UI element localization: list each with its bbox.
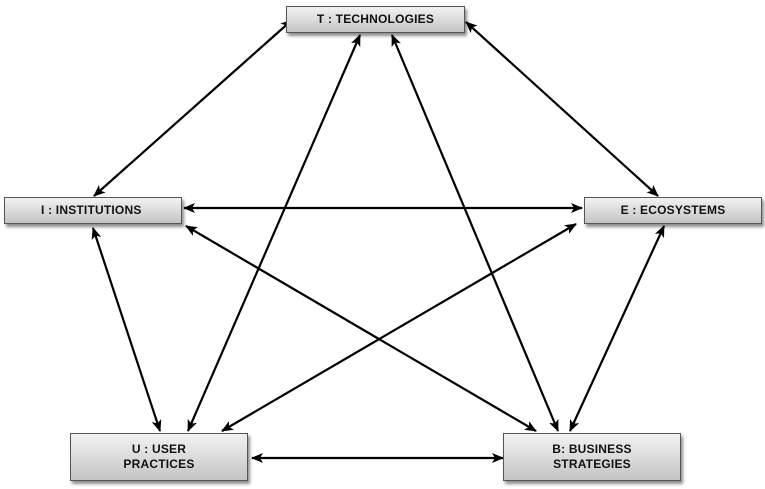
node-user-practices-line1: U : USER	[131, 442, 187, 456]
node-technologies-label: T : TECHNOLOGIES	[316, 12, 435, 26]
arrow-t-u	[186, 34, 362, 432]
arrow-e-u	[221, 223, 577, 432]
node-institutions: I : INSTITUTIONS	[4, 197, 182, 224]
arrow-i-b	[185, 225, 537, 432]
node-ecosystems-label: E : ECOSYSTEMS	[620, 203, 726, 217]
arrow-i-u	[91, 227, 162, 432]
node-user-practices-line2: PRACTICES	[123, 457, 195, 471]
node-business-strategies-line2: STRATEGIES	[553, 457, 631, 471]
node-business-strategies: B: BUSINESS STRATEGIES	[503, 433, 681, 481]
arrow-t-e	[465, 21, 659, 197]
node-user-practices: U : USER PRACTICES	[70, 433, 248, 481]
node-business-strategies-line1: B: BUSINESS	[552, 442, 632, 456]
arrow-e-b	[569, 225, 665, 432]
edges-layer	[91, 19, 665, 463]
node-institutions-label: I : INSTITUTIONS	[41, 203, 142, 217]
arrow-t-b	[390, 34, 560, 432]
node-ecosystems: E : ECOSYSTEMS	[584, 197, 762, 224]
node-technologies: T : TECHNOLOGIES	[286, 6, 465, 33]
arrow-t-i	[93, 19, 293, 197]
